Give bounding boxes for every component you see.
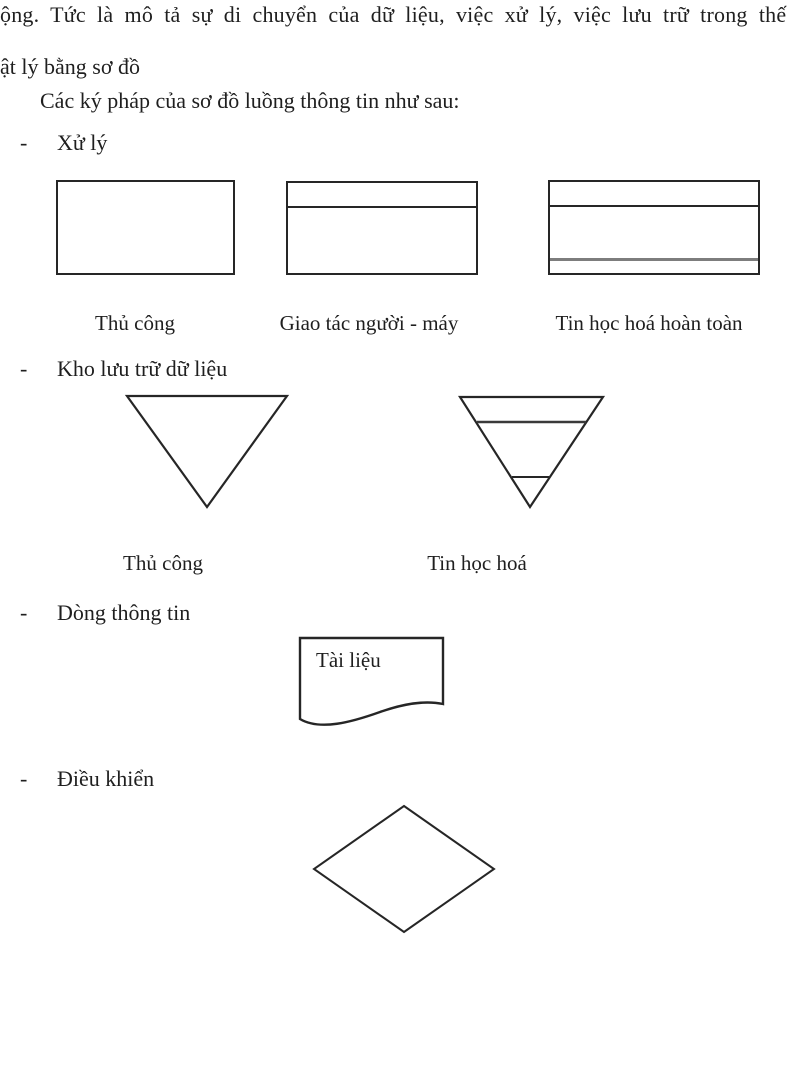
- process-shape-automated-divider-top: [550, 205, 758, 207]
- bullet-dash: -: [20, 130, 28, 155]
- paragraph-line-2: ật lý bằng sơ đồ: [0, 54, 140, 79]
- bullet-dash: -: [20, 766, 28, 791]
- storage-triangle-manual: [124, 394, 290, 509]
- process-shape-interactive: [286, 181, 478, 275]
- process-label-manual: Thủ công: [95, 311, 175, 335]
- process-shape-automated-divider-bottom: [550, 258, 758, 261]
- intro-line: Các ký pháp của sơ đồ luồng thông tin nh…: [40, 88, 460, 113]
- bullet-process-label: Xử lý: [57, 130, 108, 155]
- bullet-dash: -: [20, 356, 28, 381]
- process-label-interactive: Giao tác người - máy: [279, 311, 459, 335]
- document-shape-label: Tài liệu: [316, 648, 381, 672]
- bullet-flow-label: Dòng thông tin: [57, 600, 191, 625]
- paragraph-line-1: ộng. Tức là mô tả sự di chuyển của dữ li…: [0, 2, 787, 27]
- process-shape-manual: [56, 180, 235, 275]
- bullet-control-label: Điều khiển: [57, 766, 155, 791]
- bullet-storage-label: Kho lưu trữ dữ liệu: [57, 356, 228, 381]
- storage-label-computerized: Tin học hoá: [427, 551, 527, 575]
- storage-triangle-computerized: [457, 395, 606, 510]
- bullet-dash: -: [20, 600, 28, 625]
- process-shape-automated: [548, 180, 760, 275]
- process-shape-interactive-divider: [288, 206, 476, 208]
- storage-label-manual: Thủ công: [123, 551, 203, 575]
- control-diamond: [312, 804, 496, 934]
- process-label-automated: Tin học hoá hoàn toàn: [555, 311, 743, 335]
